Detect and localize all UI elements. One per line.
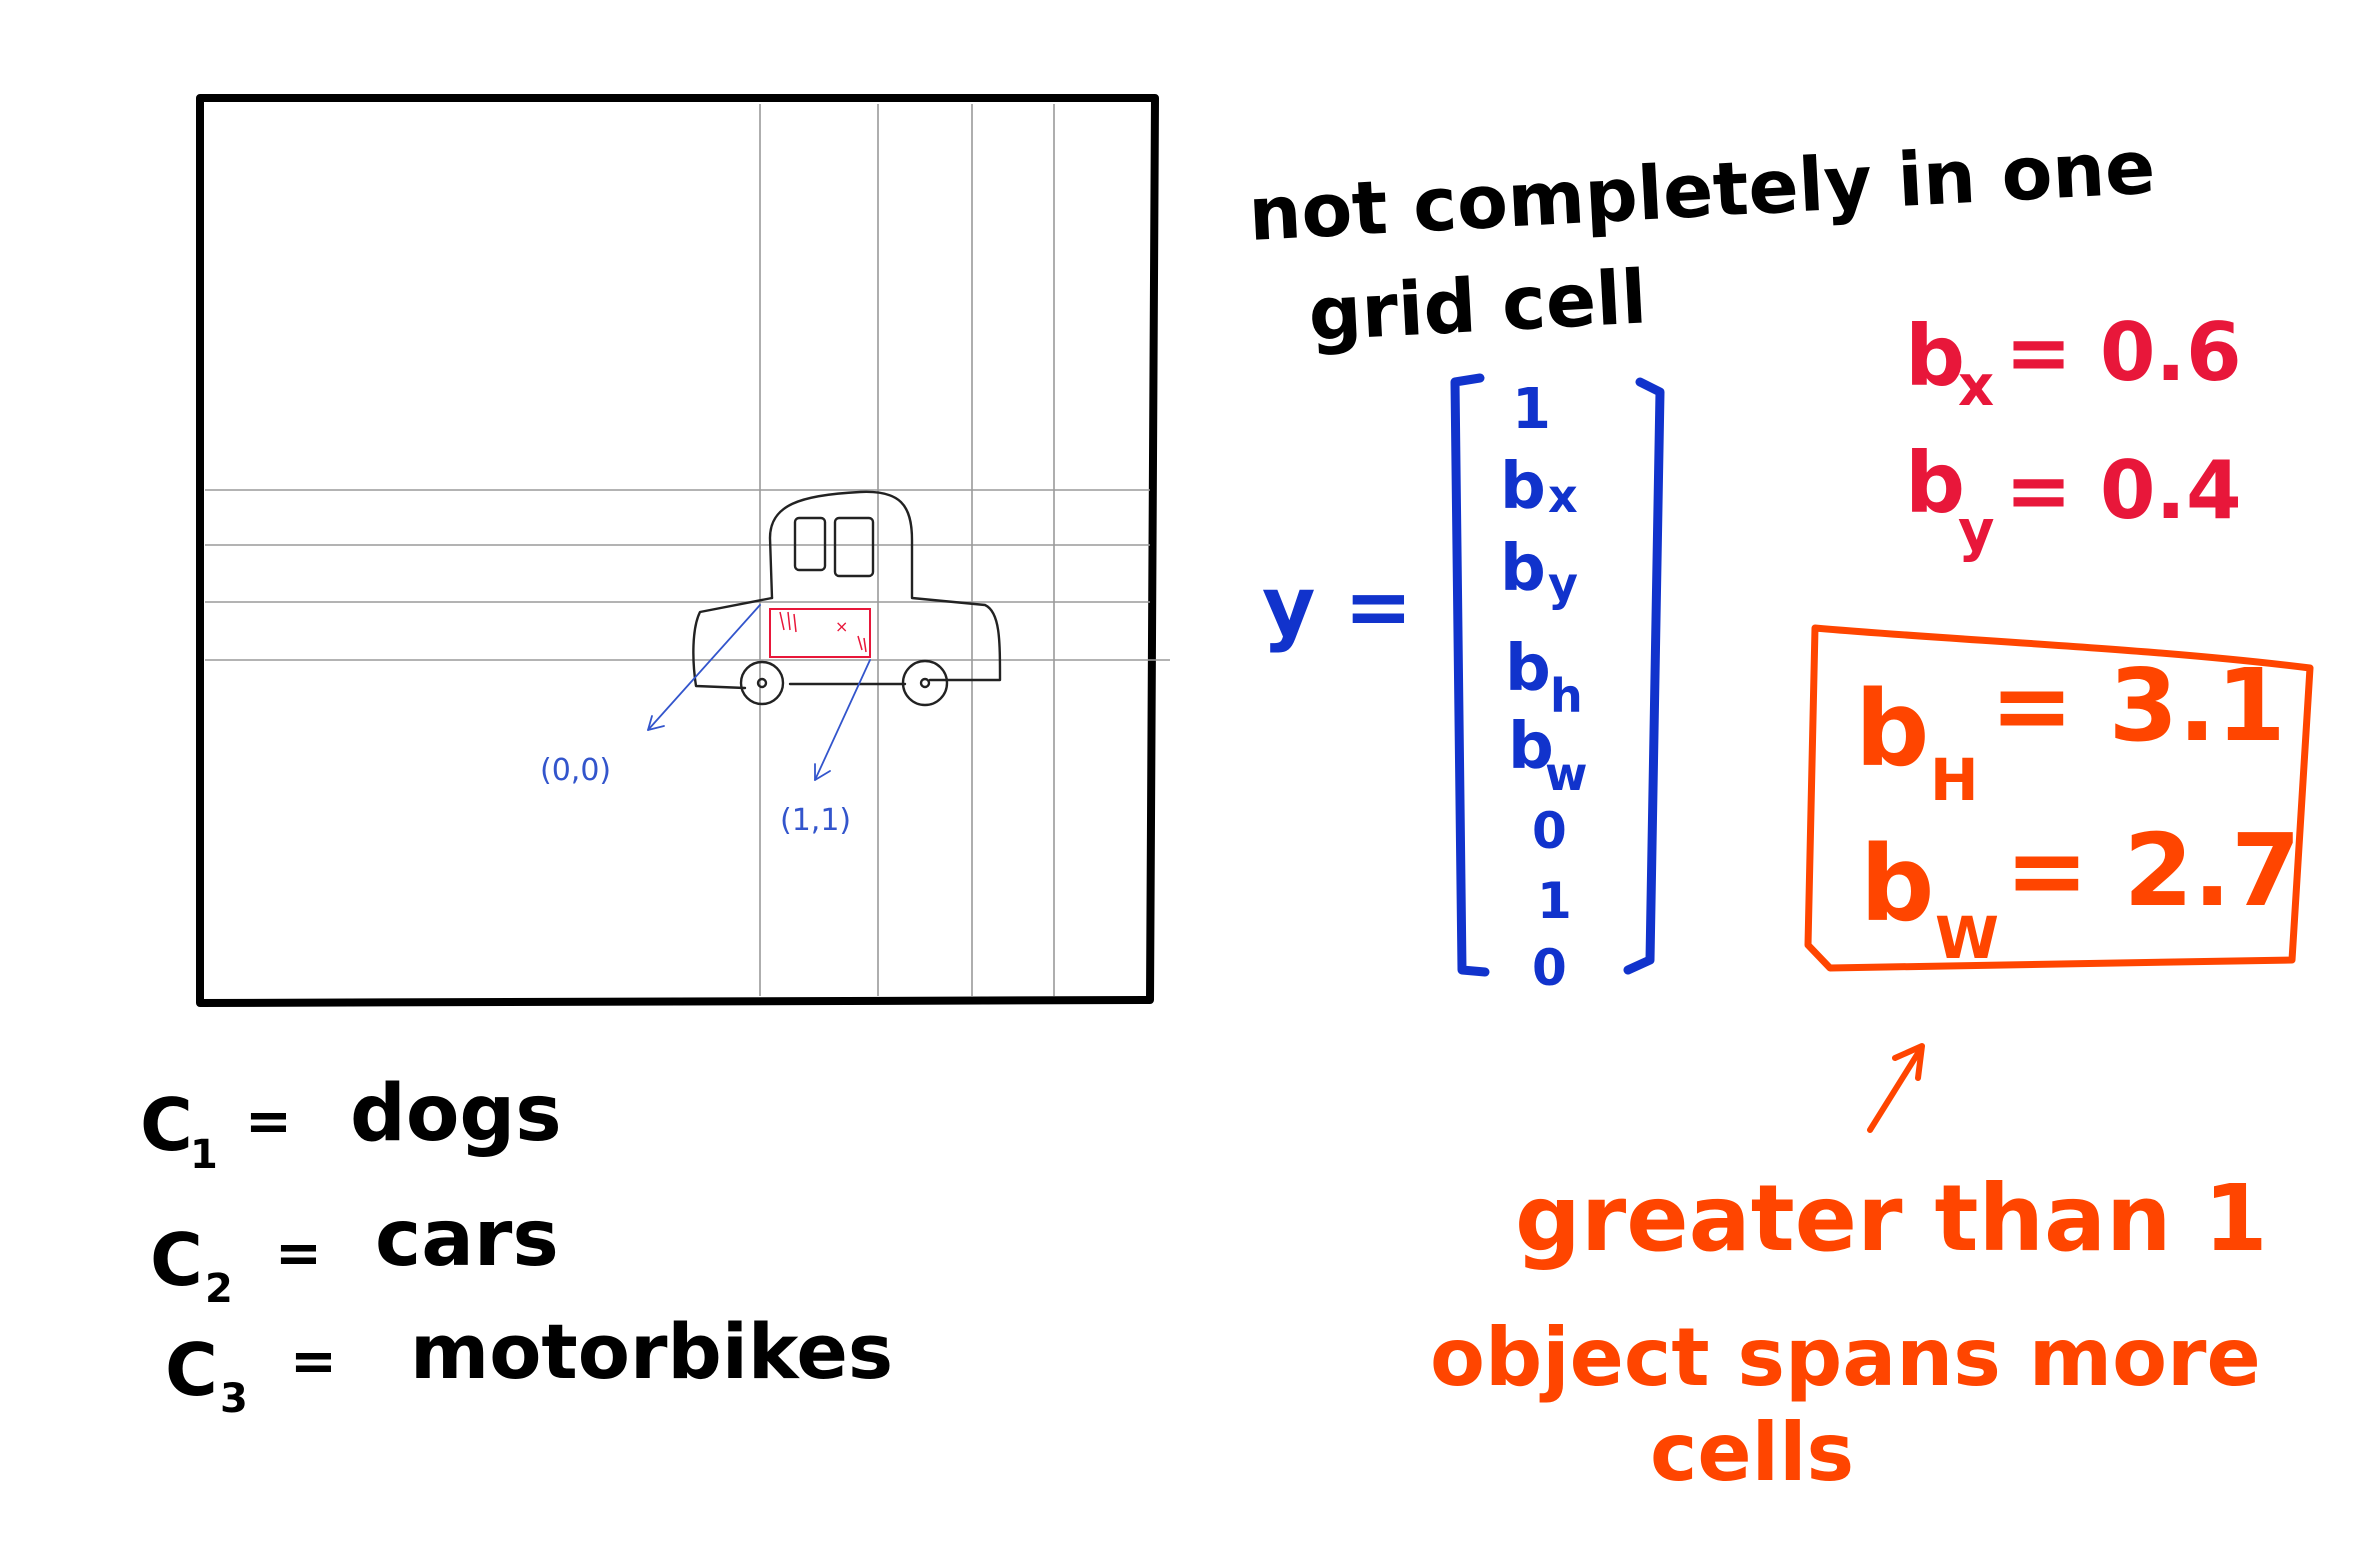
- car-hubcap-right: [919, 677, 931, 689]
- car-body-outline: [768, 490, 1002, 682]
- car-wheel-left: [739, 660, 785, 706]
- origin-label: (0,0): [540, 753, 611, 788]
- bw-value: = 2.7: [2005, 812, 2301, 929]
- bx-sub: x: [1958, 354, 1994, 419]
- bh-sub: H: [1930, 746, 1979, 814]
- center-coordinates: b x = 0.6 b y = 0.4: [1905, 306, 2242, 564]
- class-1-symbol: C: [140, 1083, 193, 1167]
- class-2-subscript: 2: [205, 1266, 233, 1312]
- target-vector: y = 1 b x b y b h b w 0 1 0: [1262, 373, 1665, 997]
- car-window-right: [833, 516, 875, 578]
- class-3-subscript: 3: [220, 1376, 248, 1422]
- note-arrow: [1867, 1043, 1925, 1133]
- bh-value: = 3.1: [1990, 647, 2286, 764]
- note-greater-than-one: greater than 1 object spans more cells: [1430, 1165, 2268, 1499]
- car-sketch: [692, 490, 1002, 707]
- vector-entry-7-main: 1: [1537, 872, 1572, 930]
- vector-entry-2-main: b: [1500, 450, 1546, 524]
- box-dimensions: b H = 3.1 b W = 2.7: [1804, 624, 2314, 972]
- class-list: C 1 = dogs C 2 = cars C 3 = motorbikes: [140, 1069, 893, 1422]
- bx-main: b: [1905, 307, 1965, 405]
- car-window-left: [793, 516, 827, 572]
- bx-value: = 0.6: [2005, 306, 2242, 399]
- bw-sub: W: [1935, 904, 1999, 972]
- vector-entry-4-sub: h: [1550, 669, 1583, 723]
- vector-entry-8-main: 0: [1532, 939, 1567, 997]
- dims-highlight-box: [1804, 624, 2314, 972]
- car-body-left: [692, 596, 774, 690]
- class-3-name: motorbikes: [410, 1307, 893, 1396]
- bh-main: b: [1855, 668, 1929, 790]
- vector-entry-5-sub: w: [1545, 747, 1588, 801]
- vector-entry-5-main: b: [1508, 710, 1554, 784]
- object-bounding-box: ×: [769, 608, 871, 658]
- note-bottom-line-1: greater than 1: [1515, 1165, 2268, 1272]
- vector-left-bracket: [1450, 373, 1490, 977]
- note-top-line-2: grid cell: [1306, 254, 1648, 358]
- class-1-subscript: 1: [190, 1132, 218, 1178]
- image-frame: [196, 94, 1159, 1007]
- vector-entry-3-sub: y: [1548, 557, 1578, 611]
- class-2-symbol: C: [150, 1218, 203, 1302]
- origin-arrow: [647, 604, 761, 731]
- class-1-name: dogs: [350, 1069, 562, 1159]
- vector-entry-6-main: 0: [1532, 802, 1567, 860]
- class-1-equals: =: [245, 1089, 292, 1154]
- vector-entry-4-main: b: [1505, 632, 1551, 706]
- corner-arrow: [814, 659, 871, 781]
- corner-label: (1,1): [780, 803, 851, 838]
- by-sub: y: [1958, 499, 1995, 564]
- class-2-equals: =: [275, 1221, 322, 1286]
- note-top-line-1: not completely in one: [1246, 125, 2157, 258]
- bounding-box-center-marker: ×: [835, 617, 848, 636]
- vector-entry-2-sub: x: [1548, 469, 1578, 523]
- class-3-symbol: C: [165, 1328, 218, 1412]
- by-value: = 0.4: [2005, 444, 2242, 537]
- by-main: b: [1905, 434, 1965, 532]
- car-wheel-right: [901, 659, 949, 707]
- grid-lines: [205, 104, 1170, 996]
- vector-lhs: y =: [1262, 560, 1413, 655]
- class-3-equals: =: [290, 1329, 337, 1394]
- note-bottom-line-2: object spans more: [1430, 1311, 2261, 1404]
- bw-main: b: [1860, 823, 1934, 945]
- vector-entry-1-main: 1: [1512, 377, 1551, 442]
- class-2-name: cars: [375, 1194, 559, 1284]
- vector-right-bracket: [1623, 377, 1665, 975]
- note-bottom-line-3: cells: [1650, 1406, 1854, 1499]
- vector-entry-3-main: b: [1500, 532, 1546, 606]
- car-hubcap-left: [756, 677, 768, 689]
